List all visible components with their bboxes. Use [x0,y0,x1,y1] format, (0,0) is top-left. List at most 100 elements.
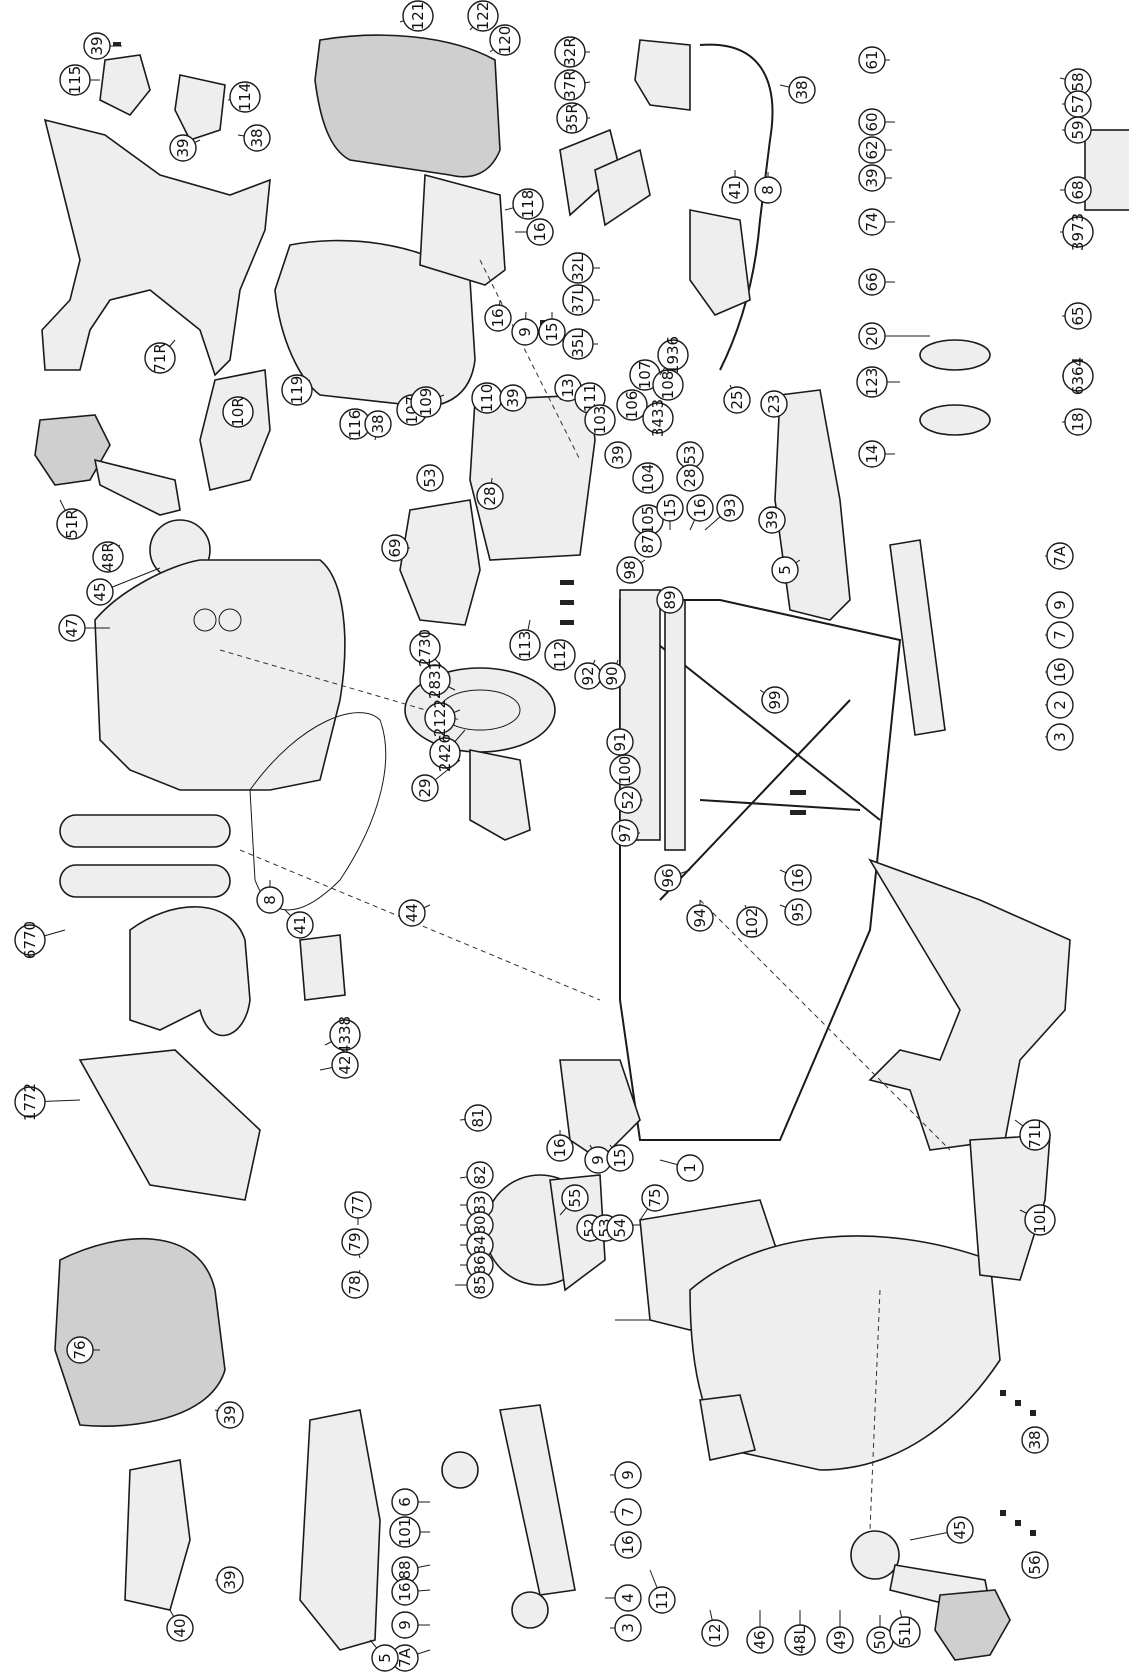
callout-bubble [1062,360,1094,392]
crank-pulley-left [850,1530,900,1580]
callout-number: 15 [661,498,679,517]
callout-bubble [657,339,689,371]
callout-number: 32L [569,254,587,282]
callout-number: 39 [221,1570,239,1589]
callout-83: 83 [460,1191,494,1219]
sensor-grip-left [594,148,651,227]
callout-bubble [648,1586,676,1614]
display-pod-left [689,209,751,316]
callout-number: 60 [863,112,881,131]
callout-88: 88 [391,1556,431,1584]
handlebar-right [699,43,774,371]
callout-bubble [341,1271,369,1299]
callout-number: 59 [1069,120,1087,139]
callout-number: 7A [396,1647,414,1668]
callout-number: 20 [863,326,881,345]
callout-bubble [736,906,768,938]
side-cover-right [199,369,271,491]
callout-123: 123 [856,366,900,398]
callout-number: 2831 [426,661,444,699]
callout-number: 42 [336,1055,354,1074]
callout-2426: 2426 [429,729,466,772]
seat-cushion [274,239,476,407]
callout-76: 76 [66,1336,100,1364]
callout-bubble [616,389,648,421]
callout-bubble [526,218,554,246]
callout-9: 9 [511,311,539,346]
callout-16: 16 [484,299,512,332]
callout-bubble [721,176,749,204]
callout-number: 95 [789,902,807,921]
callout-1: 1 [659,1154,704,1182]
seat-post [559,1059,641,1162]
callout-number: 87 [639,534,657,553]
callout-42: 42 [319,1051,359,1079]
callout-bubble [561,1184,589,1212]
callout-number: 89 [661,590,679,609]
callout-number: 46 [751,1630,769,1649]
callout-51L: 51L [889,1609,921,1648]
callout-bubble [654,864,682,892]
callout-bubble [1046,691,1074,719]
callout-bubble [243,124,271,152]
callout-number: 2426 [436,734,454,772]
callout-number: 4338 [336,1016,354,1054]
callout-4: 4 [605,1584,642,1612]
callout-18: 18 [1062,408,1092,436]
callout-bubble [614,786,642,814]
callout-number: 1936 [664,336,682,374]
callout-number: 3433 [649,399,667,437]
stabilizer-rear [499,1404,576,1596]
callout-bubble [511,318,539,346]
callout-number: 86 [471,1255,489,1274]
front-cover-top [774,389,851,621]
main-frame [619,599,902,1141]
display-pod-right [634,39,691,111]
seat-rail [469,394,596,561]
callout-41: 41 [721,170,749,204]
drive-belt [249,712,387,911]
callout-number: 5 [776,565,794,575]
callout-16: 16 [686,494,714,531]
callout-2122: 2122 [424,699,461,737]
callout-number: 6 [396,1497,414,1507]
callout-number: 50 [871,1630,889,1649]
callout-16: 16 [1045,658,1074,686]
callout-39: 39 [83,32,122,60]
callout-bubble [760,390,788,418]
callout-69: 69 [381,534,410,562]
callout-98: 98 [616,556,646,584]
callout-110: 110 [471,382,503,414]
callout-39: 39 [499,384,527,412]
callout-4338: 4338 [324,1016,361,1054]
callout-15: 15 [606,1144,634,1172]
callout-number: 37L [569,286,587,314]
callout-number: 39 [763,510,781,529]
callout-48L: 48L [784,1610,816,1656]
callout-bubble [222,396,254,428]
callout-number: 123 [863,368,881,397]
callout-number: 88 [396,1560,414,1579]
callout-bubble [476,482,504,510]
callout-bubble [614,1584,642,1612]
callout-number: 29 [416,778,434,797]
callout-number: 74 [863,212,881,231]
callout-number: 102 [743,908,761,937]
callout-108: 108 [652,369,684,401]
callout-number: 16 [1051,662,1069,681]
callout-number: 15 [543,322,561,341]
callout-bubble [858,164,886,192]
callout-97: 97 [611,819,640,847]
callout-bubble [723,386,751,414]
callout-39: 39 [215,1566,244,1594]
stabilizer-front [889,539,946,736]
callout-57: 57 [1062,90,1092,118]
callout-number: 16 [531,222,549,241]
callout-bubble [1062,216,1094,248]
rear-shroud-right [41,118,271,377]
callout-bubble [606,1214,634,1242]
callout-bubble [466,1161,494,1189]
callout-bubble [1046,542,1074,570]
callout-number: 38 [369,414,387,433]
